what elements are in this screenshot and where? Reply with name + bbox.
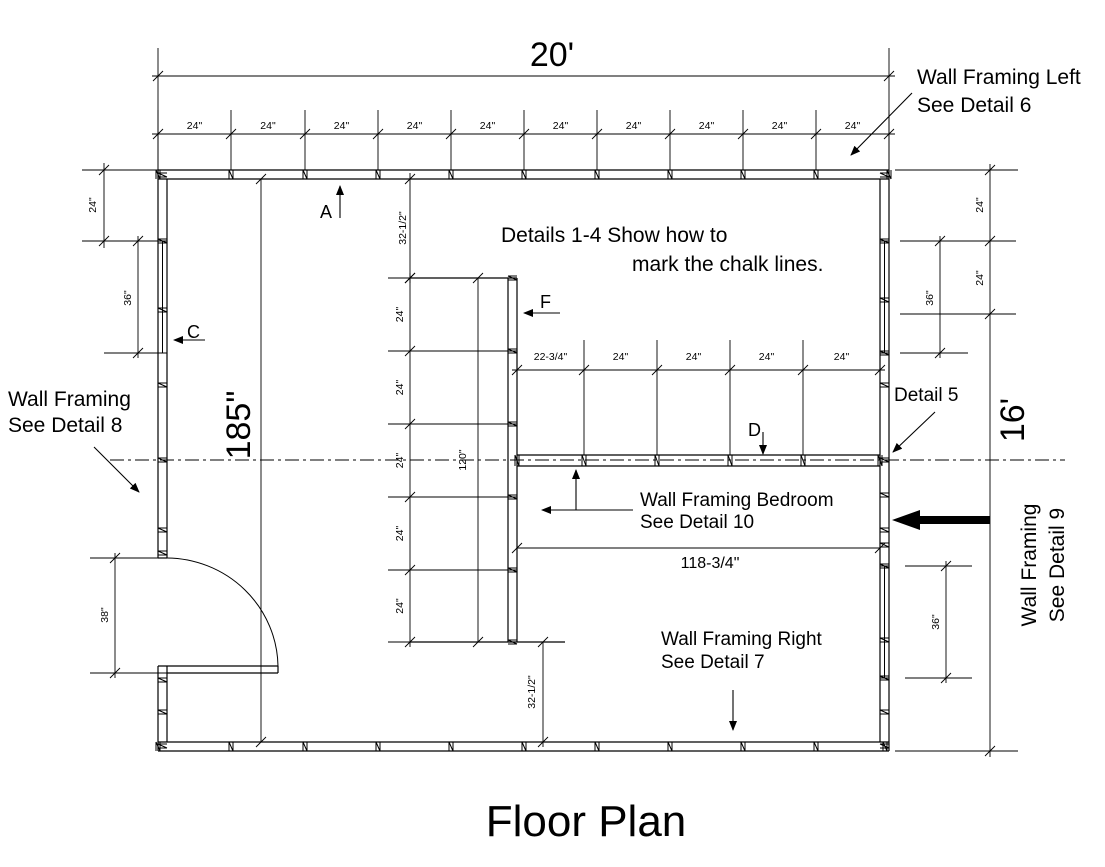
back-wall-note-1: Wall Framing <box>1018 504 1041 627</box>
marker-f: F <box>540 292 551 312</box>
overall-width-label: 20' <box>530 36 574 74</box>
partition-spacing-dim: 24" <box>394 598 406 614</box>
right-wall-note-1: Wall Framing Right <box>661 629 823 650</box>
top-spacing-dim: 24" <box>772 120 788 132</box>
back-wall-note-2: See Detail 9 <box>1046 508 1069 622</box>
top-spacing-dim: 24" <box>626 120 642 132</box>
marker-a: A <box>320 202 332 222</box>
left-top-dim: 24" <box>87 197 99 213</box>
marker-c: C <box>187 322 200 342</box>
bedroom-spacing-dim: 24" <box>613 351 629 363</box>
partition-spacing-dim: 24" <box>394 526 406 542</box>
overall-depth-label: 16' <box>994 398 1032 442</box>
interior-length-label: 185" <box>220 391 258 460</box>
top-wall-note-1: Wall Framing Left <box>917 66 1081 89</box>
partition-spacing-dim: 24" <box>394 380 406 396</box>
back-wall-arrow <box>892 510 990 530</box>
partition-spacing-dim: 24" <box>394 307 406 323</box>
partition-bottom-offset-dim: 32-1/2" <box>526 675 538 709</box>
top-spacing-dim: 24" <box>334 120 350 132</box>
chalk-note-line-2: mark the chalk lines. <box>632 253 823 276</box>
partition-spacing-dim: 24" <box>394 453 406 469</box>
partition-top-offset-dim: 32-1/2" <box>397 211 409 245</box>
left-door-dim: 38" <box>99 607 111 623</box>
bedroom-spacing-dim: 24" <box>834 351 850 363</box>
top-wall-note-2: See Detail 6 <box>917 94 1031 117</box>
chalk-note-line-1: Details 1-4 Show how to <box>501 224 727 247</box>
bedroom-spacing-dim: 24" <box>759 351 775 363</box>
partition-length-dim: 120" <box>457 449 469 471</box>
left-wall-note-2: See Detail 8 <box>8 414 122 437</box>
right-top-dim-2: 24" <box>974 270 986 286</box>
dimension-ticks <box>152 110 895 648</box>
top-spacing-dim: 24" <box>480 120 496 132</box>
right-window-lower-dim: 36" <box>930 614 942 630</box>
bedroom-note-1: Wall Framing Bedroom <box>640 490 834 511</box>
top-spacing-dim: 24" <box>699 120 715 132</box>
right-window-upper-dim: 36" <box>924 290 936 306</box>
top-spacing-dim: 24" <box>553 120 569 132</box>
dimension-labels: 24" 24" 24" 24" 24" 24" 24" 24" 24" 24" 24" 24" 24" 2… <box>87 120 986 709</box>
floor-plan-title: Floor Plan <box>486 797 687 846</box>
bedroom-spacing-dim: 22-3/4" <box>534 351 568 363</box>
right-top-dim-1: 24" <box>974 197 986 213</box>
top-spacing-dim: 24" <box>187 120 203 132</box>
windows <box>157 240 890 679</box>
bedroom-spacing-dim: 24" <box>686 351 702 363</box>
bedroom-note-2: See Detail 10 <box>640 512 754 533</box>
top-spacing-dim: 24" <box>407 120 423 132</box>
top-spacing-dim: 24" <box>845 120 861 132</box>
leader-arrows <box>93 92 936 731</box>
right-wall-note-2: See Detail 7 <box>661 652 765 673</box>
top-spacing-dim: 24" <box>260 120 276 132</box>
marker-d: D <box>748 420 761 440</box>
bedroom-length-label: 118-3/4" <box>681 555 740 572</box>
left-window-dim: 36" <box>122 290 134 306</box>
detail5-note: Detail 5 <box>894 385 958 406</box>
door-swing <box>166 557 279 667</box>
left-wall-note-1: Wall Framing <box>8 388 131 411</box>
drawing-labels: 20' 16' 185" Details 1-4 Show how to mar… <box>8 36 1081 846</box>
